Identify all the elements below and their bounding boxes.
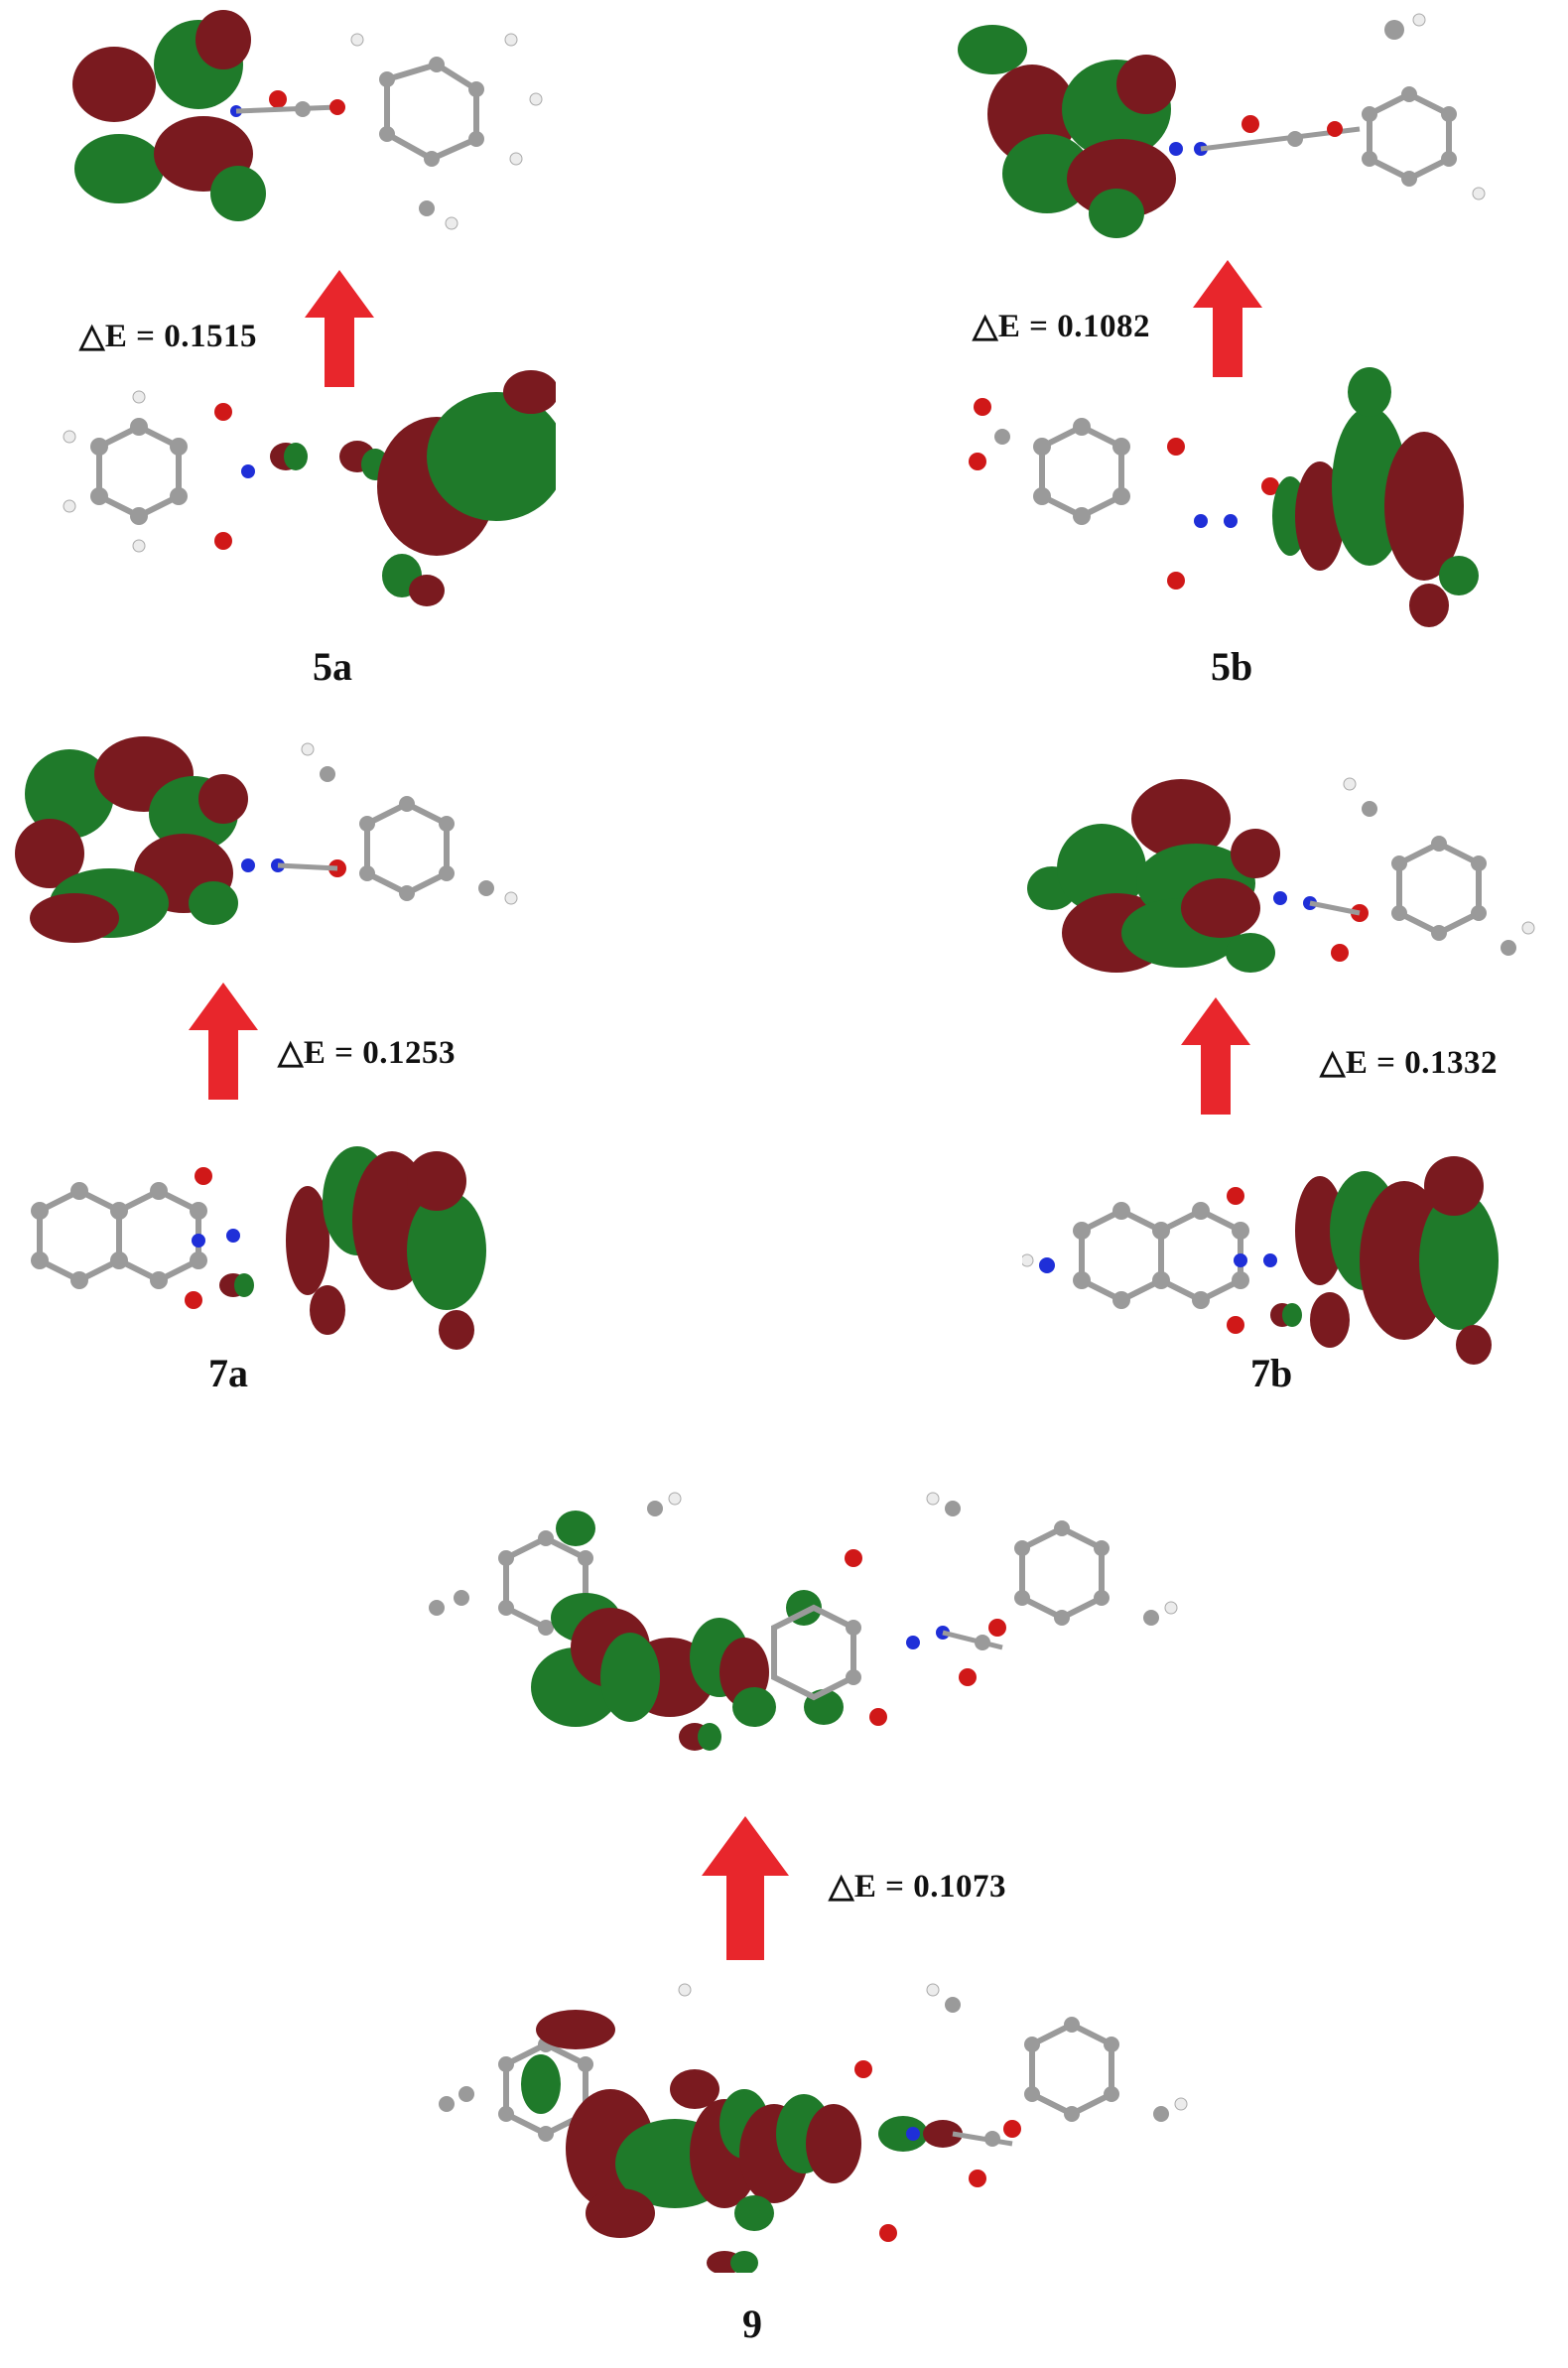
homo-orbital-7a	[31, 1146, 486, 1350]
delta-e-label-9: △E = 0.1073	[829, 1869, 1006, 1905]
panel-5b: △E = 0.1082 5b	[784, 0, 1568, 715]
compound-label-5a: 5a	[313, 644, 352, 689]
lumo-orbital-5b	[958, 13, 1486, 238]
lumo-orbital-5a	[72, 10, 543, 230]
arrow-up-icon	[189, 983, 258, 1100]
panel-9: △E = 0.1073	[0, 1409, 1568, 2368]
delta-e-label-7a: △E = 0.1253	[278, 1035, 456, 1071]
arrow-up-icon	[1193, 260, 1262, 377]
lumo-orbital-7a	[15, 736, 518, 943]
homo-orbital-5b	[969, 367, 1479, 627]
panel-5a: △E = 0.1515 5a	[0, 0, 784, 715]
compound-label-7b: 7b	[1250, 1351, 1293, 1395]
arrow-up-icon	[305, 270, 374, 387]
compound-label-7a: 7a	[208, 1351, 248, 1395]
delta-e-label-5a: △E = 0.1515	[79, 319, 257, 354]
homo-orbital-5a	[63, 370, 556, 606]
compound-label-5b: 5b	[1211, 644, 1253, 689]
lumo-orbital-7b	[1027, 777, 1535, 973]
panel-7b: △E = 0.1332	[784, 715, 1568, 1409]
delta-e-label-7b: △E = 0.1332	[1320, 1045, 1498, 1081]
delta-e-label-5b: △E = 0.1082	[973, 309, 1150, 344]
compound-label-9: 9	[742, 2302, 762, 2346]
arrow-up-icon	[1181, 997, 1250, 1115]
homo-orbital-9	[439, 1983, 1188, 2273]
panel-7a: △E = 0.1253 7a	[0, 715, 784, 1409]
arrow-up-icon	[702, 1816, 789, 1960]
lumo-orbital-9	[429, 1492, 1178, 1751]
homo-orbital-7b	[1022, 1156, 1499, 1365]
